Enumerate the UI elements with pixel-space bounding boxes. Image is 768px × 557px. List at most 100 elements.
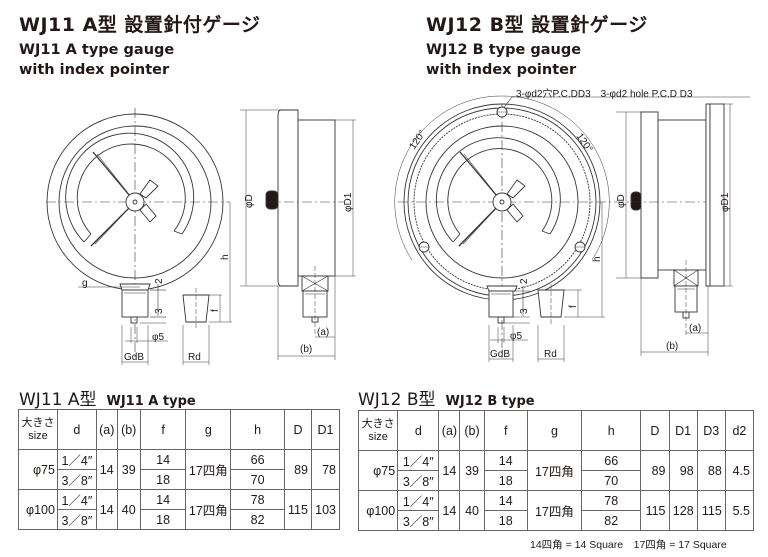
cell-h: 66 bbox=[581, 450, 642, 471]
cell-g: 17四角 bbox=[526, 450, 583, 491]
table-row: φ100 1／4″ 14 40 14 17四角 78 115 103 bbox=[18, 489, 341, 530]
cell-D: 89 bbox=[284, 449, 312, 490]
wj11-label-phiD1: φD1 bbox=[343, 192, 354, 212]
wj12-label-a: (a) bbox=[689, 323, 701, 334]
wj11-label-b: (b) bbox=[300, 344, 312, 355]
wj12-label-phiD1: φD1 bbox=[720, 192, 731, 212]
wj12-hole-note: 3-φd2穴P.C.DD3 3-φd2 hole P.C.D D3 bbox=[516, 89, 693, 100]
table-row: φ75 1／4″ 14 39 14 17四角 66 89 98 88 4.5 bbox=[357, 450, 755, 491]
wj11-side-view: φD φD1 (a) (b) bbox=[240, 109, 356, 360]
cell-b: 40 bbox=[116, 489, 141, 530]
wj11-index-knob bbox=[265, 190, 279, 210]
cell-f: 14 bbox=[139, 489, 187, 510]
header-D1: D1 bbox=[310, 409, 341, 450]
wj12-label-gdb: GdB bbox=[490, 349, 510, 360]
wj12-diagram: 120° 120° 2 3 φ5 GdB Rd bbox=[390, 90, 768, 375]
cell-d: 1／4″ bbox=[56, 449, 97, 470]
cell-d: 3／8″ bbox=[397, 470, 440, 491]
cell-f: 14 bbox=[483, 490, 528, 511]
header-D1: D1 bbox=[668, 410, 698, 451]
cell-h: 70 bbox=[230, 469, 285, 490]
cell-h: 66 bbox=[230, 449, 285, 470]
wj11-label-gdb: GdB bbox=[124, 352, 144, 363]
wj12-label-2: 2 bbox=[519, 278, 530, 284]
cell-size: φ75 bbox=[357, 450, 399, 491]
header-a: (a) bbox=[438, 410, 461, 451]
cell-D1: 78 bbox=[310, 449, 341, 490]
wj11-label-3: 3 bbox=[154, 308, 165, 314]
cell-d: 3／8″ bbox=[397, 510, 440, 531]
wj11-table-title-en: WJ11 A type bbox=[106, 394, 196, 409]
cell-b: 39 bbox=[459, 450, 485, 491]
wj12-index-knob bbox=[630, 191, 642, 211]
cell-d: 1／4″ bbox=[397, 450, 440, 471]
wj11-label-g: g bbox=[82, 278, 88, 289]
cell-h: 70 bbox=[581, 470, 642, 491]
cell-D3: 88 bbox=[696, 450, 726, 491]
cell-D1: 98 bbox=[668, 450, 698, 491]
cell-f: 18 bbox=[483, 470, 528, 491]
wj12-label-rd: Rd bbox=[544, 349, 557, 360]
header-D: D bbox=[284, 409, 312, 450]
cell-d: 3／8″ bbox=[56, 509, 97, 530]
header-b: (b) bbox=[459, 410, 485, 451]
header-h: h bbox=[230, 409, 285, 450]
wj11-label-h: h bbox=[220, 254, 231, 260]
wj11-label-2: 2 bbox=[154, 278, 165, 284]
table-row: 3／8″ 18 82 bbox=[359, 510, 754, 531]
cell-D3: 115 bbox=[696, 490, 726, 531]
cell-D: 89 bbox=[640, 450, 670, 491]
header-D3: D3 bbox=[696, 410, 726, 451]
header-g: g bbox=[185, 409, 232, 450]
cell-a: 14 bbox=[438, 490, 461, 531]
header-b: (b) bbox=[116, 409, 141, 450]
cell-h: 78 bbox=[581, 490, 642, 511]
header-d: d bbox=[56, 409, 97, 450]
cell-d: 1／4″ bbox=[56, 489, 97, 510]
wj12-front-view: 120° 120° 2 3 φ5 GdB Rd bbox=[394, 95, 630, 362]
cell-a: 14 bbox=[95, 489, 118, 530]
cell-f: 18 bbox=[139, 469, 187, 490]
cell-d: 3／8″ bbox=[56, 469, 97, 490]
wj11-label-a: (a) bbox=[317, 327, 329, 338]
wj11-title-en-line2: with index pointer bbox=[19, 62, 170, 78]
wj12-label-3: 3 bbox=[519, 308, 530, 314]
wj11-front-view: g 2 3 φ5 GdB Rd f h bbox=[46, 108, 232, 365]
header-d: d bbox=[397, 410, 440, 451]
wj12-label-phi5: φ5 bbox=[510, 331, 522, 342]
wj11-label-phi5: φ5 bbox=[152, 332, 164, 343]
cell-D: 115 bbox=[284, 489, 312, 530]
cell-b: 39 bbox=[116, 449, 141, 490]
table-row: 3／8″ 18 82 bbox=[19, 509, 340, 530]
cell-f: 14 bbox=[483, 450, 528, 471]
wj12-label-b: (b) bbox=[666, 341, 678, 352]
cell-size: φ100 bbox=[357, 490, 399, 531]
wj12-label-f: f bbox=[568, 305, 579, 308]
cell-size: φ100 bbox=[18, 489, 58, 530]
cell-h: 82 bbox=[230, 509, 285, 530]
cell-b: 40 bbox=[459, 490, 485, 531]
header-a: (a) bbox=[95, 409, 118, 450]
cell-D1: 103 bbox=[310, 489, 341, 530]
cell-size: φ75 bbox=[18, 449, 58, 490]
header-h: h bbox=[581, 410, 642, 451]
square-footnote: 14四角 = 14 Square 17四角 = 17 Square bbox=[530, 539, 727, 551]
cell-g: 17四角 bbox=[185, 489, 232, 530]
wj12-table-title-en: WJ12 B type bbox=[445, 394, 535, 409]
cell-D1: 128 bbox=[668, 490, 698, 531]
table-row: 3／8″ 18 70 bbox=[359, 470, 754, 491]
wj11-label-phiD: φD bbox=[244, 194, 255, 208]
table-row: φ100 1／4″ 14 40 14 17四角 78 115 128 115 5… bbox=[357, 490, 755, 531]
wj12-title-jp: WJ12 B型 設置針ゲージ bbox=[426, 14, 648, 36]
cell-d: 1／4″ bbox=[397, 490, 440, 511]
wj11-title-en-line1: WJ11 A type gauge bbox=[19, 42, 175, 58]
cell-g: 17四角 bbox=[526, 490, 583, 531]
header-g: g bbox=[526, 410, 583, 451]
